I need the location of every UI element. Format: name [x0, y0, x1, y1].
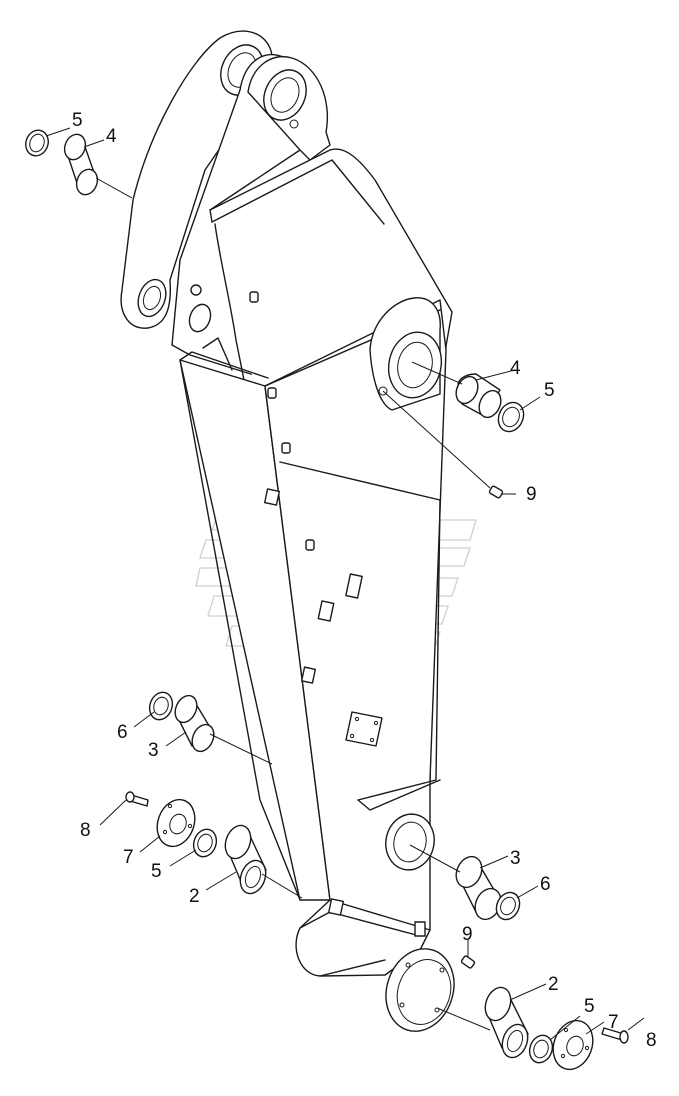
callout-3-right: 3	[510, 848, 521, 869]
callout-9-mid: 9	[526, 484, 537, 505]
callout-5-top: 5	[72, 110, 83, 131]
leader-lines	[45, 127, 645, 1041]
callout-2-left: 2	[189, 886, 200, 907]
callout-8-left: 8	[80, 820, 91, 841]
callout-4-mid: 4	[510, 358, 521, 379]
parts	[25, 129, 629, 1071]
callout-9-bottom: 9	[462, 924, 473, 945]
callout-5-right: 5	[584, 996, 595, 1017]
callout-7-left: 7	[123, 847, 134, 868]
callout-4-top: 4	[106, 126, 117, 147]
boom-body	[120, 30, 455, 1032]
callout-8-right: 8	[646, 1030, 657, 1051]
callout-5-left: 5	[151, 861, 162, 882]
callout-2-right: 2	[548, 974, 559, 995]
callout-3-left: 3	[148, 740, 159, 761]
callout-5-mid: 5	[544, 380, 555, 401]
callout-7-right: 7	[608, 1012, 619, 1033]
callout-labels: 5 4 4 5 9 6 3 8 7 5 2 3 6 9 2 5 7 8	[72, 110, 657, 1051]
callout-6-left: 6	[117, 722, 128, 743]
callout-6-right: 6	[540, 874, 551, 895]
